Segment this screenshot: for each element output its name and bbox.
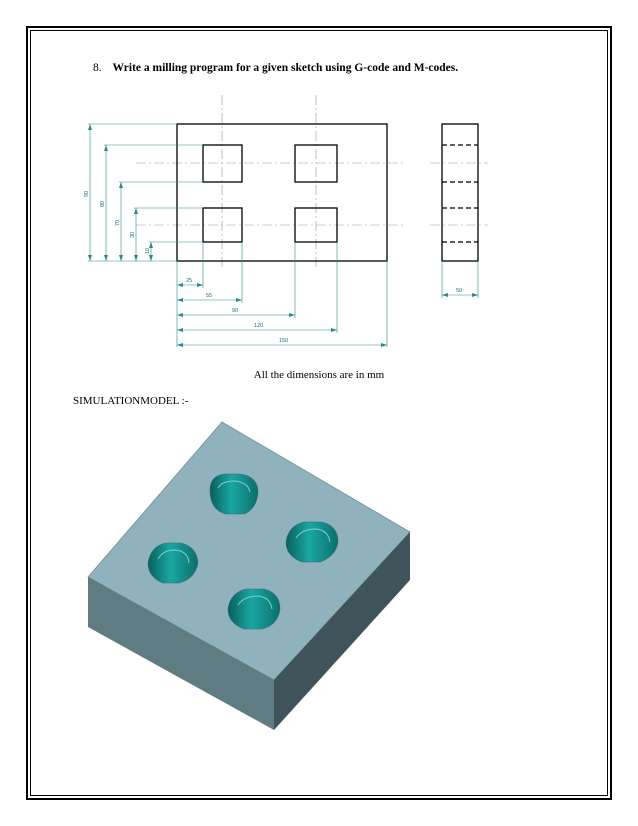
pocket-bottom-left xyxy=(202,207,243,243)
front-view xyxy=(176,123,388,262)
pocket-bottom-right xyxy=(294,207,338,243)
dim-label-10: 10 xyxy=(145,248,151,254)
pocket-top-right xyxy=(294,144,338,183)
dim-label-25: 25 xyxy=(186,278,192,284)
dim-label-150: 150 xyxy=(279,338,288,344)
block-outline xyxy=(176,123,388,262)
page-border-inner xyxy=(30,30,608,796)
dim-label-80: 80 xyxy=(100,201,106,207)
dimension-lines xyxy=(88,123,479,347)
model-pocket-3 xyxy=(147,542,199,584)
model-pocket-2 xyxy=(285,521,339,563)
dim-label-55: 55 xyxy=(206,293,212,299)
model-pocket-4 xyxy=(227,588,281,630)
question-text: Write a milling program for a given sket… xyxy=(112,62,459,74)
dim-label-70: 70 xyxy=(115,220,121,226)
dim-label-90v: 90 xyxy=(84,191,90,197)
model-pockets xyxy=(147,473,339,630)
model-left-face xyxy=(88,577,274,730)
dim-label-30: 30 xyxy=(130,232,136,238)
center-lines xyxy=(136,95,488,270)
dimension-note: All the dimensions are in mm xyxy=(253,369,385,381)
model-right-face xyxy=(274,532,410,730)
question-heading: 8. Write a milling program for a given s… xyxy=(93,62,458,74)
simulation-model xyxy=(87,421,411,730)
simulation-label: SIMULATIONMODEL :- xyxy=(73,395,189,407)
page-border-outer xyxy=(26,26,612,800)
dim-label-90: 90 xyxy=(232,308,238,314)
dimension-arrows xyxy=(88,124,478,347)
pocket-top-left xyxy=(202,144,243,183)
dim-label-120: 120 xyxy=(254,323,263,329)
side-view xyxy=(441,123,479,262)
dim-label-50: 50 xyxy=(456,288,462,294)
model-pocket-1 xyxy=(209,473,259,515)
dimension-labels: 25 55 90 120 150 50 10 30 70 80 90 xyxy=(84,191,462,344)
question-number: 8. xyxy=(93,62,102,74)
